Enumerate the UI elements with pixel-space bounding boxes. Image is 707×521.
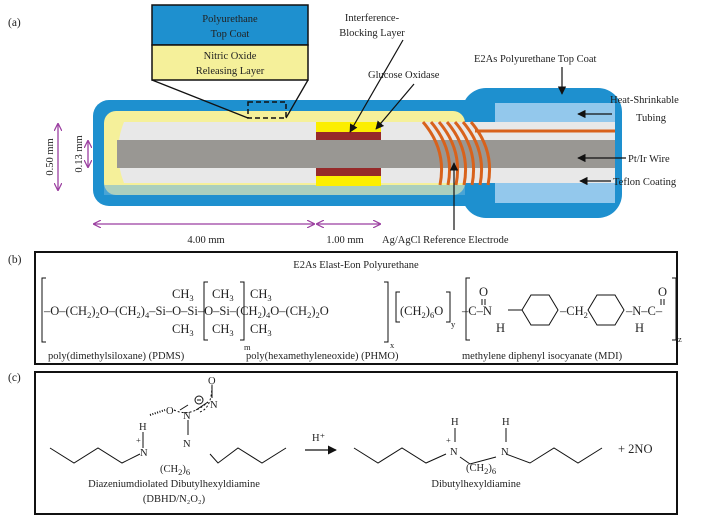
svg-text:H: H (502, 417, 510, 428)
inset-no-layer (151, 44, 309, 81)
layer-inset: Polyurethane Top Coat Nitric Oxide Relea… (151, 4, 309, 81)
svg-text:CH3: CH3 (250, 287, 272, 303)
index-y: y (451, 319, 456, 329)
svg-text:(CH2)6: (CH2)6 (466, 463, 496, 476)
svg-text:–CH2: –CH2 (559, 304, 588, 320)
svg-text:CH3: CH3 (212, 322, 234, 338)
svg-text:H: H (496, 321, 505, 335)
ag-agcl-reference-coil (421, 121, 615, 186)
interference-blocking-layer-bottom (316, 176, 381, 186)
pt-ir-wire (117, 140, 615, 168)
svg-text:H: H (139, 422, 147, 433)
svg-text:H: H (451, 417, 459, 428)
catalyst-label: H⁺ (312, 433, 325, 444)
interference-blocking-layer-top (316, 122, 381, 132)
svg-text:N: N (501, 447, 509, 458)
product-name: Dibutylhexyldiamine (431, 479, 521, 490)
svg-text:N: N (450, 447, 458, 458)
svg-text:+: + (446, 435, 451, 445)
pt-ir-wire-label: Pt/Ir Wire (628, 154, 670, 165)
inset-leader-left (151, 79, 249, 119)
panel-a-label: (a) (8, 17, 21, 29)
product-structure (353, 428, 603, 465)
svg-text:+: + (136, 435, 141, 445)
dimensions: 0.50 mm 0.13 mm 4.00 mm 1.00 mm (45, 124, 380, 246)
dbhd-atoms: O N O N N H + N (CH2)6 (136, 376, 218, 477)
svg-text:CH3: CH3 (172, 322, 194, 338)
e2as-top-coat-label: E2As Polyurethane Top Coat (474, 54, 597, 65)
svg-text:N: N (140, 448, 148, 459)
svg-text:O: O (479, 285, 488, 299)
callouts: Interference- Blocking Layer Glucose Oxi… (339, 13, 679, 246)
pdms-label: poly(dimethylsiloxane) (PDMS) (48, 351, 185, 362)
mdi-label: methylene diphenyl isocyanate (MDI) (462, 351, 623, 362)
teflon-label: Teflon Coating (613, 177, 677, 188)
interference-label-1: Interference- (345, 13, 400, 24)
glucose-oxidase-top (316, 132, 381, 140)
length-main-label: 4.00 mm (187, 235, 224, 246)
phmo-label: poly(hexamethyleneoxide) (PHMO) (246, 351, 399, 362)
index-x: x (390, 340, 395, 350)
inset-top-coat-label-2: Top Coat (211, 29, 250, 40)
svg-text:(CH2)6O: (CH2)6O (400, 304, 443, 320)
length-sensing-label: 1.00 mm (326, 235, 363, 246)
svg-text:O: O (208, 376, 216, 387)
interference-label-2: Blocking Layer (339, 28, 405, 39)
panel-c-label: (c) (8, 372, 21, 384)
svg-text:N: N (210, 400, 218, 411)
panel-b-frame (34, 251, 678, 365)
inset-top-coat (151, 4, 309, 46)
wire-diameter-label: 0.13 mm (74, 135, 85, 172)
panel-c-frame (34, 371, 678, 515)
inset-no-layer-label-1: Nitric Oxide (204, 51, 257, 62)
svg-text:O: O (658, 285, 667, 299)
sensor-diagram (93, 79, 622, 218)
panel-b-label: (b) (8, 254, 22, 266)
inset-no-layer-label-2: Releasing Layer (196, 66, 265, 77)
dbhd-structure (49, 383, 287, 464)
svg-text:CH3: CH3 (212, 287, 234, 303)
byproduct-label: + 2NO (618, 442, 652, 456)
reactant-name-1: Diazeniumdiolated Dibutylhexyldiamine (88, 479, 260, 490)
svg-text:(CH2)6: (CH2)6 (160, 464, 190, 477)
outer-diameter-label: 0.50 mm (45, 138, 56, 175)
svg-text:N: N (183, 439, 191, 450)
heat-shrink-label-2: Tubing (636, 113, 667, 124)
inset-top-coat-label-1: Polyurethane (202, 14, 258, 25)
glucose-oxidase-bottom (316, 168, 381, 176)
svg-text:CH3: CH3 (250, 322, 272, 338)
polyurethane-title: E2As Elast-Eon Polyurethane (293, 260, 419, 271)
svg-text:CH3: CH3 (172, 287, 194, 303)
svg-text:–O–(CH2)2O–(CH2)4–Si–O–Si–O–Si: –O–(CH2)2O–(CH2)4–Si–O–Si–O–Si–(CH2)4O–(… (43, 304, 329, 320)
reference-electrode-label: Ag/AgCl Reference Electrode (382, 235, 509, 246)
layer-shade (104, 185, 465, 195)
glucose-oxidase-arrow (375, 83, 415, 130)
reactant-name-2: (DBHD/N₂O₂) (143, 494, 206, 505)
glucose-oxidase-label: Glucose Oxidase (368, 70, 440, 81)
index-z: z (678, 334, 682, 344)
svg-text:–C–N: –C–N (461, 304, 492, 318)
product-atoms: H H + N N (CH2)6 (446, 417, 510, 476)
svg-text:N: N (183, 411, 191, 422)
svg-text:–N–C–: –N–C– (625, 304, 663, 318)
interference-arrow (349, 39, 404, 133)
index-m: m (244, 342, 251, 352)
inset-region-marker (247, 101, 287, 119)
svg-text:H: H (635, 321, 644, 335)
svg-text:O: O (166, 406, 174, 417)
heat-shrink-label-1: Heat-Shrinkable (610, 95, 679, 106)
inset-leader-right (285, 79, 309, 119)
polyurethane-structure: –O–(CH2)2O–(CH2)4–Si–O–Si–O–Si–(CH2)4O–(… (41, 277, 682, 352)
